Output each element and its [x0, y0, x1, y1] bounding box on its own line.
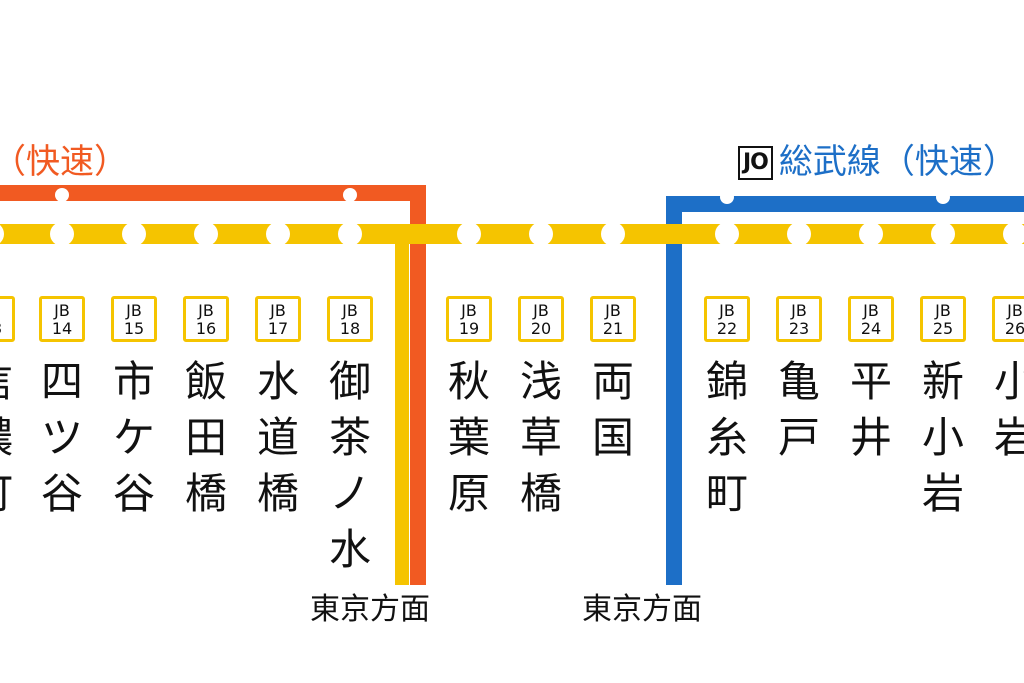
station-line-code: JB — [461, 301, 477, 320]
local-stop-marker — [1003, 222, 1024, 246]
local-stops — [0, 222, 1024, 246]
station-number: 21 — [602, 319, 624, 338]
chuo-rapid-stop-ochanomizu — [343, 188, 357, 202]
station-number: 17 — [267, 319, 289, 338]
station-name: 御茶ノ水 — [328, 357, 371, 574]
station-number-badge: JB13 — [0, 296, 15, 342]
local-stop-marker — [715, 222, 739, 246]
direction-label-chuo: 東京方面 — [310, 592, 430, 627]
station-name: 信濃町 — [0, 354, 20, 522]
station-number: 15 — [123, 319, 145, 338]
station-line-code: JB — [1007, 301, 1023, 320]
station-number: 25 — [932, 319, 954, 338]
station-line-code: JB — [605, 301, 621, 320]
sobu-rapid-stop-shinkoiwa — [936, 190, 950, 204]
local-stop-marker — [50, 222, 74, 246]
local-stop-marker — [457, 222, 481, 246]
sobu-rapid-stop-kinshicho — [720, 190, 734, 204]
sobu-rapid-label-text: 総武線（快速） — [778, 142, 1017, 182]
local-stop-marker — [338, 222, 362, 246]
local-stop-marker — [0, 225, 4, 243]
station-name: 小岩 — [993, 357, 1024, 462]
station-number: 14 — [51, 319, 73, 338]
station-line-code: JB — [0, 302, 12, 320]
station-name: 秋葉原 — [447, 357, 490, 518]
station-number: 24 — [860, 319, 882, 338]
station-name: 新小岩 — [921, 357, 964, 518]
local-stop-marker — [931, 222, 955, 246]
station-line-code: JB — [719, 301, 735, 320]
local-stop-marker — [859, 222, 883, 246]
station-number: 26 — [1004, 319, 1024, 338]
station-line-code: JB — [791, 301, 807, 320]
local-stop-marker — [194, 222, 218, 246]
station-number: 16 — [195, 319, 217, 338]
station-name: 四ツ谷 — [40, 357, 83, 518]
local-stop-marker — [787, 222, 811, 246]
station-line-code: JB — [270, 301, 286, 320]
local-stop-marker — [266, 222, 290, 246]
station-number: 22 — [716, 319, 738, 338]
chuo-rapid-stop-yotsuya — [55, 188, 69, 202]
station-name: 亀戸 — [777, 357, 820, 462]
station-name: 市ケ谷 — [112, 357, 155, 518]
station-number: 19 — [458, 319, 480, 338]
station-number: 18 — [339, 319, 361, 338]
station-number: 23 — [788, 319, 810, 338]
local-stop-marker — [529, 222, 553, 246]
direction-label-sobu: 東京方面 — [582, 592, 702, 627]
station-line-code: JB — [935, 301, 951, 320]
chuo-rapid-label: （快速） — [0, 142, 128, 182]
jo-line-badge: JO — [738, 146, 773, 180]
station-name: 平井 — [849, 357, 892, 462]
chuo-rapid-label-text: （快速） — [0, 142, 128, 182]
sobu-rapid-line — [666, 196, 1024, 585]
station-name: 両国 — [591, 357, 634, 462]
station-number: 20 — [530, 319, 552, 338]
station-line-code: JB — [342, 301, 358, 320]
station-name: 水道橋 — [256, 357, 299, 518]
station-name: 飯田橋 — [184, 357, 227, 518]
local-stop-marker — [122, 222, 146, 246]
station-line-code: JB — [863, 301, 879, 320]
station-line-code: JB — [126, 301, 142, 320]
station-name: 錦糸町 — [705, 357, 748, 518]
chuo-rapid-line — [0, 185, 426, 585]
local-stop-marker — [601, 222, 625, 246]
station-line-code: JB — [54, 301, 70, 320]
station-line-code: JB — [533, 301, 549, 320]
station-line-code: JB — [198, 301, 214, 320]
station-number: 13 — [0, 320, 12, 338]
station-name: 浅草橋 — [519, 357, 562, 518]
